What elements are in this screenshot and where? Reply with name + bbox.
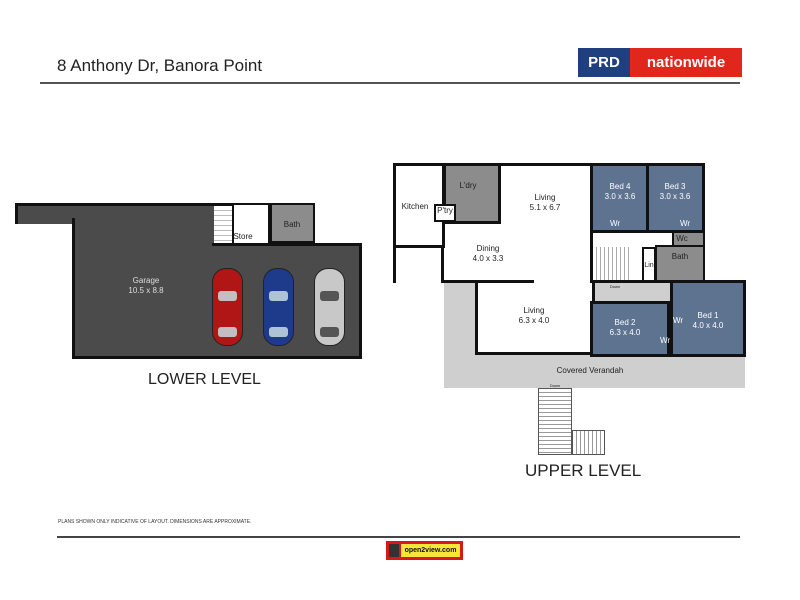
garage-mid: [212, 218, 215, 243]
linen: [642, 247, 656, 282]
living2-dim: 6.3 x 4.0: [518, 316, 550, 325]
garage-dim: 10.5 x 8.8: [128, 286, 164, 295]
dining-wall: [444, 280, 534, 283]
footer-divider: [57, 536, 740, 538]
stairs: [214, 206, 234, 243]
bed2-wr-label: Wr: [659, 336, 671, 345]
open2view-icon: [389, 544, 399, 557]
silver-car: [314, 268, 345, 346]
verandah-stairs-lower: [572, 430, 605, 455]
dining-label: Dining: [476, 244, 500, 253]
living1-label: Living: [534, 193, 556, 202]
living1-dim: 5.1 x 6.7: [529, 203, 561, 212]
garage-body: [72, 218, 215, 359]
verandah-label: Covered Verandah: [556, 366, 624, 375]
red-car: [212, 268, 243, 346]
logo-left: PRD: [578, 48, 630, 77]
prd-logo: PRD nationwide: [578, 48, 742, 77]
bed3-wr-label: Wr: [679, 219, 691, 228]
bed2-dim: 6.3 x 4.0: [609, 328, 641, 337]
disclaimer: PLANS SHOWN ONLY INDICATIVE OF LAYOUT. D…: [58, 519, 252, 525]
bed3-label: Bed 3: [664, 182, 686, 191]
open2view-label: open2view.com: [401, 544, 460, 557]
kitchen-wall: [441, 243, 444, 283]
laundry: [443, 163, 501, 224]
linen-label: Lin: [644, 262, 654, 269]
blue-car: [263, 268, 294, 346]
dining-dim: 4.0 x 3.3: [472, 254, 504, 263]
bed1-label: Bed 1: [697, 311, 719, 320]
verandah-down-label: Down: [549, 383, 561, 388]
bed1-dim: 4.0 x 4.0: [692, 321, 724, 330]
bed2-label: Bed 2: [614, 318, 636, 327]
pantry-label: P'try: [437, 206, 453, 215]
store-room: [232, 205, 270, 243]
living-lower: [475, 280, 595, 355]
header-divider: [40, 82, 740, 84]
bed4-dim: 3.0 x 3.6: [604, 192, 636, 201]
bed4-label: Bed 4: [609, 182, 631, 191]
lower-bath: [270, 205, 315, 243]
upper-bath: [655, 245, 705, 282]
upper-level-title: UPPER LEVEL: [525, 461, 642, 480]
kitchen-label: Kitchen: [401, 202, 429, 211]
upper-bath-label: Bath: [671, 252, 689, 261]
address-title: 8 Anthony Dr, Banora Point: [57, 56, 263, 75]
lower-level-title: LOWER LEVEL: [148, 371, 261, 388]
bed4: [590, 163, 649, 233]
living2-label: Living: [523, 306, 545, 315]
laundry-label: L'dry: [459, 181, 477, 190]
logo-right: nationwide: [630, 48, 742, 77]
wc-label: Wc: [676, 234, 688, 243]
bed1-wr-label: Wr: [672, 316, 684, 325]
bed2: [590, 301, 670, 357]
bed3-dim: 3.0 x 3.6: [659, 192, 691, 201]
open2view-badge[interactable]: open2view.com: [386, 541, 463, 560]
internal-stairs: [593, 247, 630, 280]
verandah-stairs: [538, 388, 572, 455]
garage-label: Garage: [132, 276, 160, 285]
pantry: [434, 204, 456, 222]
lower-bath-label: Bath: [283, 220, 301, 229]
store-label: Store: [233, 232, 253, 241]
bed4-wr-label: Wr: [609, 219, 621, 228]
stairs-down-label: Down: [609, 284, 621, 289]
bed1: [670, 280, 746, 357]
